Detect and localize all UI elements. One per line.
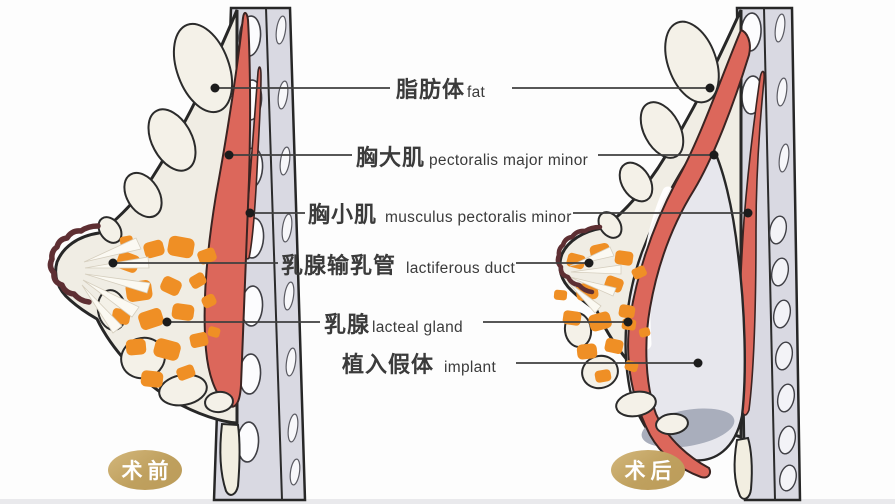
label-fat: 脂肪体 fat — [396, 72, 485, 104]
floor-strip — [0, 499, 895, 504]
label-lacteal-gland-zh: 乳腺 — [324, 312, 371, 337]
left-diagram-pre-op — [47, 6, 307, 502]
rectus-strip-right — [733, 436, 753, 500]
label-implant: 植入假体 implant — [342, 347, 496, 379]
lactiferous-ducts-right — [567, 246, 622, 314]
label-lactiferous-duct-en: lactiferous duct — [406, 260, 516, 277]
label-implant-en: implant — [444, 359, 497, 376]
badge-before-surgery: 术前 — [108, 450, 182, 490]
badge-after-surgery: 术后 — [611, 450, 685, 490]
label-lactiferous-duct-zh: 乳腺输乳管 — [281, 253, 397, 278]
label-pectoralis-major-zh: 胸大肌 — [356, 145, 426, 170]
leader-lines — [113, 87, 748, 364]
label-lacteal-gland-en: lacteal gland — [372, 319, 463, 336]
badge-before-text: 术前 — [121, 460, 174, 483]
label-implant-zh: 植入假体 — [342, 352, 435, 377]
nipple-areola-right — [555, 224, 603, 295]
label-fat-en: fat — [467, 84, 486, 101]
label-pectoralis-minor: 胸小肌 musculus pectoralis minor — [308, 197, 572, 229]
label-lactiferous-duct: 乳腺输乳管 lactiferous duct — [281, 248, 515, 280]
right-diagram-post-op — [553, 6, 802, 502]
badge-after-text: 术后 — [624, 460, 677, 483]
pectoralis-minor-right — [738, 70, 765, 416]
label-pectoralis-minor-en: musculus pectoralis minor — [385, 209, 572, 226]
label-pectoralis-major: 胸大肌 pectoralis major minor — [356, 140, 588, 172]
gland-lobules-left — [111, 235, 221, 388]
rectus-strip-left — [219, 422, 241, 496]
label-fat-zh: 脂肪体 — [396, 77, 466, 102]
nipple-areola-left — [47, 223, 101, 305]
label-lacteal-gland: 乳腺 lacteal gland — [324, 307, 463, 339]
pectoralis-major-left — [203, 12, 252, 408]
label-pectoralis-minor-zh: 胸小肌 — [308, 202, 378, 227]
label-pectoralis-major-en: pectoralis major minor — [429, 152, 589, 169]
pectoralis-major-right — [627, 28, 751, 479]
leader-dots — [108, 83, 753, 368]
